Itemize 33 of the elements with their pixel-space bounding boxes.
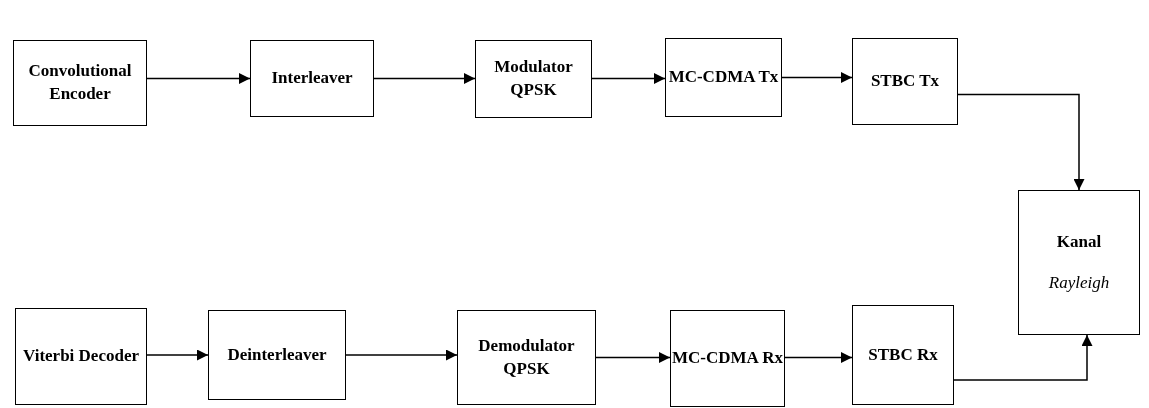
process-box — [665, 38, 782, 117]
process-box — [475, 40, 592, 118]
process-box — [1018, 190, 1140, 335]
arrow — [591, 73, 666, 84]
process-box — [250, 40, 374, 117]
arrow — [781, 72, 853, 83]
arrow — [146, 73, 251, 84]
arrow — [146, 349, 209, 361]
process-box — [13, 40, 147, 126]
box-label: Demodulator QPSK — [477, 334, 576, 380]
arrow — [784, 352, 853, 363]
box-label: STBC Tx — [870, 70, 940, 93]
process-box — [852, 38, 958, 125]
box-label: Kanal — [1056, 230, 1102, 253]
arrow — [373, 73, 476, 84]
process-box — [457, 310, 596, 405]
process-box — [852, 305, 954, 405]
box-label: MC-CDMA Rx — [672, 347, 783, 370]
box-label: STBC Rx — [868, 343, 938, 366]
box-label: Modulator QPSK — [493, 56, 574, 101]
box-label: MC-CDMA Tx — [668, 66, 779, 89]
box-label: Interleaver — [271, 67, 353, 90]
arrow — [953, 334, 1093, 381]
process-box — [208, 310, 346, 400]
box-label: Viterbi Decoder — [23, 345, 139, 368]
box-label: Convolutional Encoder — [27, 60, 133, 105]
arrow — [345, 349, 458, 361]
process-box — [15, 308, 147, 405]
process-box — [670, 310, 785, 407]
box-sublabel: Rayleigh — [1048, 271, 1110, 294]
arrow — [957, 93, 1085, 191]
box-label: Deinterleaver — [227, 343, 327, 366]
arrow — [595, 352, 671, 363]
